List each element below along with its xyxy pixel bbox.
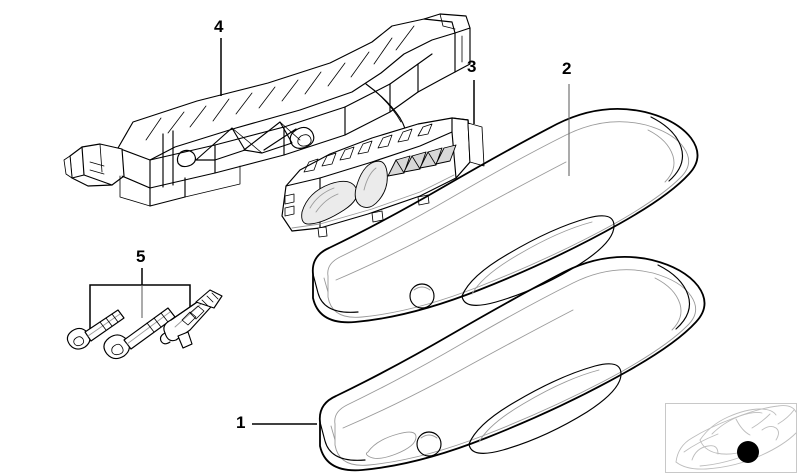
vehicle-location-inset [665, 403, 797, 473]
location-marker-dot [737, 441, 759, 463]
callout-label-2: 2 [562, 59, 572, 78]
callout-label-5: 5 [136, 247, 146, 266]
callout-label-1: 1 [236, 413, 246, 432]
part-2-upper-trim-panel [311, 107, 699, 324]
callout-leader-lines [220, 38, 570, 425]
torx-screw-short [66, 309, 125, 350]
callout-label-3: 3 [467, 57, 477, 76]
part-1-lower-trim-panel [318, 255, 706, 472]
part-5-fastener-set [66, 268, 223, 360]
part-3-switch-unit [281, 117, 485, 238]
torx-screw-long [103, 307, 176, 360]
part-4-carrier-rail [63, 13, 471, 207]
callout-label-4: 4 [214, 17, 224, 36]
retaining-clip [159, 289, 223, 349]
inset-border [665, 403, 797, 473]
